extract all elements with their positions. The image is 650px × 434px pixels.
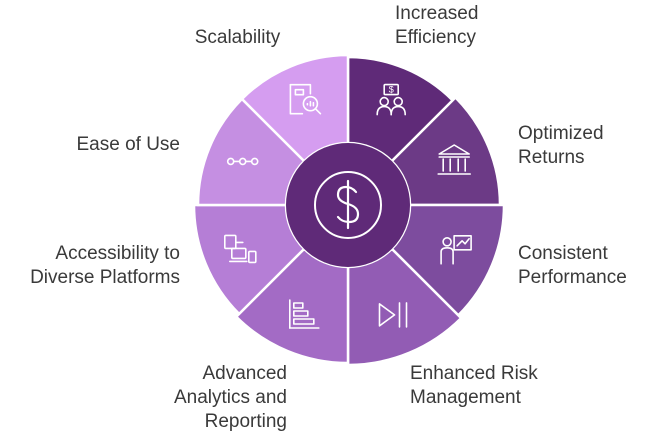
document-search-icon — [289, 83, 322, 115]
center-hub — [286, 143, 410, 267]
label-increased-efficiency: Increased Efficiency — [395, 3, 479, 48]
label-optimized-returns: Optimized Returns — [518, 123, 604, 168]
dots-connector-icon — [226, 157, 259, 166]
bank-icon — [437, 144, 472, 175]
presenter-chart-icon — [440, 235, 472, 265]
label-ease-of-use: Ease of Use — [76, 134, 181, 155]
label-advanced-analytics: Advanced Analytics and Reporting — [173, 363, 287, 432]
dollar-icon-ring — [314, 171, 382, 239]
dollar-icon — [336, 179, 360, 230]
team-money-icon: $ — [376, 83, 407, 116]
bar-list-icon — [288, 299, 320, 329]
label-consistent-performance: Consistent Performance — [518, 243, 627, 288]
play-pause-icon — [378, 302, 408, 328]
devices-icon — [224, 234, 257, 264]
label-enhanced-risk-management: Enhanced Risk Management — [410, 363, 538, 408]
svg-text:$: $ — [389, 85, 394, 95]
label-accessibility: Accessibility to Diverse Platforms — [30, 243, 180, 288]
label-scalability: Scalability — [194, 27, 281, 48]
